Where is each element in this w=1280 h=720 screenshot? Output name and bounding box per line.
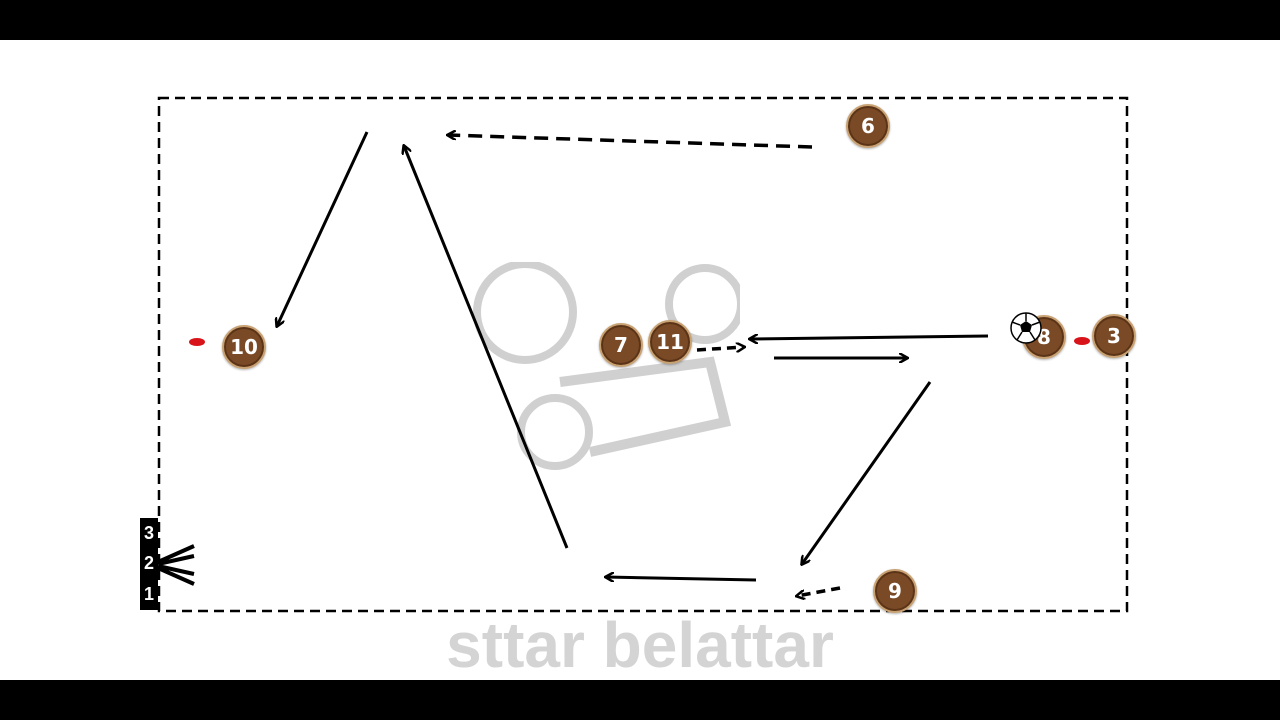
player-7: 7 bbox=[599, 323, 643, 367]
letterbox-top bbox=[0, 0, 1280, 40]
player-6: 6 bbox=[846, 104, 890, 148]
player-3: 3 bbox=[1092, 314, 1136, 358]
level-label: 3 bbox=[143, 522, 154, 543]
run-arrow-up bbox=[404, 146, 569, 549]
run-arrow-down bbox=[802, 381, 932, 564]
player-10: 10 bbox=[222, 325, 266, 369]
field-boundary bbox=[157, 96, 1129, 613]
watermark-text: sttar belattar bbox=[446, 609, 834, 681]
run-arrow-bottom bbox=[606, 577, 757, 580]
pass-arrow-9 bbox=[797, 586, 841, 596]
soccer-ball-icon bbox=[1010, 312, 1042, 344]
level-arrows-icon bbox=[157, 544, 195, 586]
cone-marker bbox=[1074, 337, 1090, 345]
player-9: 9 bbox=[873, 569, 917, 613]
level-indicator: 3 2 1 bbox=[140, 518, 158, 610]
run-arrow-from-8 bbox=[750, 336, 989, 339]
level-label: 2 bbox=[143, 553, 154, 574]
pass-arrow-11 bbox=[696, 347, 744, 350]
player-11: 11 bbox=[648, 320, 692, 364]
letterbox-bottom bbox=[0, 680, 1280, 720]
level-label: 1 bbox=[143, 584, 154, 605]
pass-arrow-6 bbox=[448, 135, 813, 149]
cone-marker bbox=[189, 338, 205, 346]
run-arrow-to-10 bbox=[277, 131, 369, 326]
